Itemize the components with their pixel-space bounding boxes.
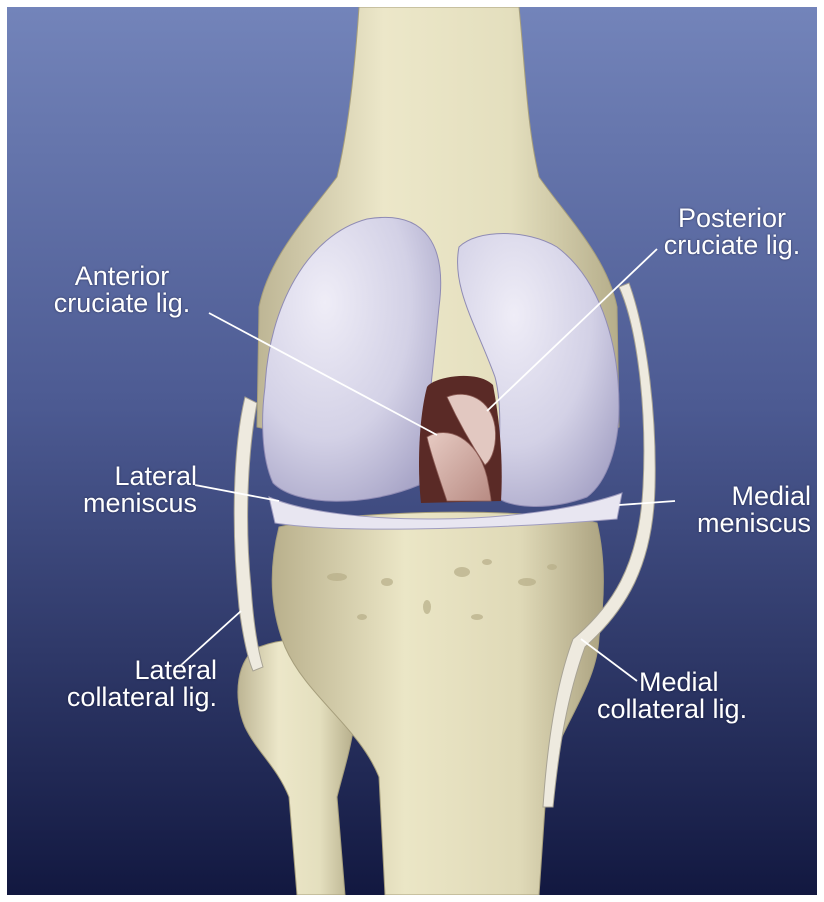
label-posterior-cruciate-line1: Posterior [647,205,817,232]
label-medial-collateral-line1: Medial [597,669,807,696]
label-lateral-meniscus-line2: meniscus [27,490,197,517]
label-lateral-meniscus: Lateral meniscus [27,463,197,517]
label-anterior-cruciate-line1: Anterior [37,263,207,290]
label-anterior-cruciate: Anterior cruciate lig. [37,263,207,317]
label-lateral-meniscus-line1: Lateral [27,463,197,490]
label-lateral-collateral: Lateral collateral lig. [17,657,217,711]
knee-drawing [7,7,817,895]
knee-anatomy-illustration: Posterior cruciate lig. Anterior cruciat… [7,7,817,895]
label-medial-collateral: Medial collateral lig. [597,669,807,723]
label-anterior-cruciate-line2: cruciate lig. [37,290,207,317]
label-medial-meniscus: Medial meniscus [647,483,811,537]
label-lateral-collateral-line2: collateral lig. [17,684,217,711]
label-medial-collateral-line2: collateral lig. [597,696,807,723]
label-lateral-collateral-line1: Lateral [17,657,217,684]
label-posterior-cruciate-line2: cruciate lig. [647,232,817,259]
label-medial-meniscus-line2: meniscus [647,510,811,537]
label-posterior-cruciate: Posterior cruciate lig. [647,205,817,259]
label-medial-meniscus-line1: Medial [647,483,811,510]
